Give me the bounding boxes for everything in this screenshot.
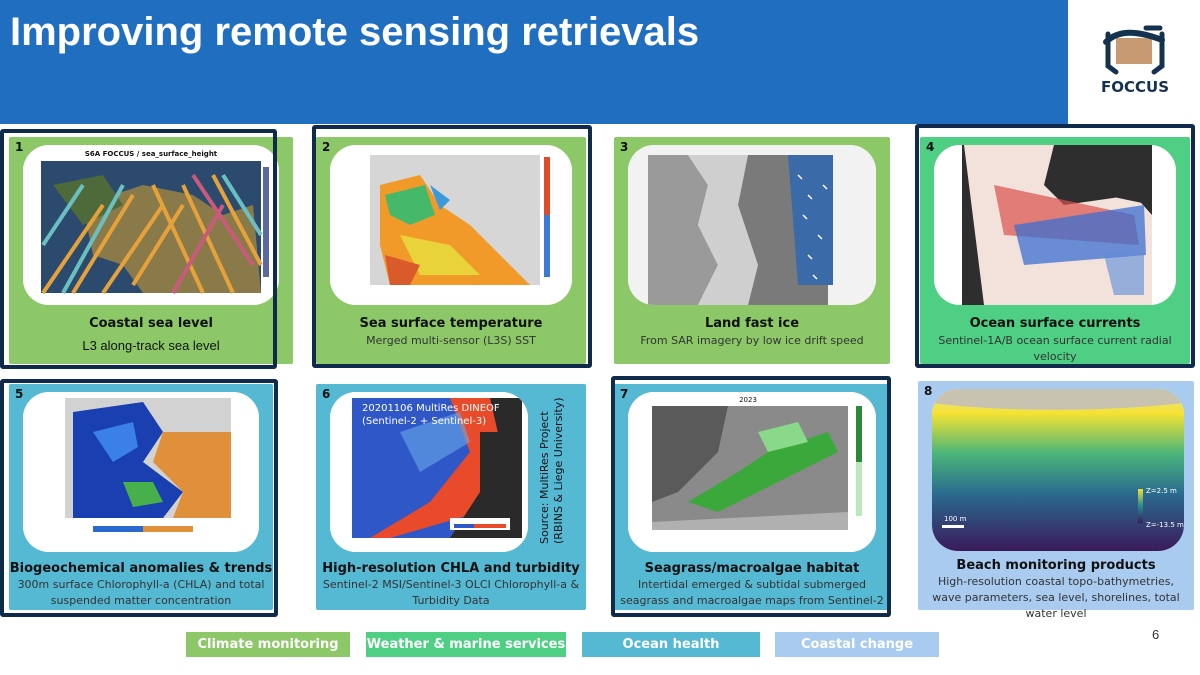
panel-seagrass-macroalgae[interactable]: 7 2023 Seagrass/macroalgae habitat Inter… <box>614 384 890 610</box>
foccus-logo-icon <box>1103 25 1165 75</box>
source-line: (RBINS & Liege University) <box>552 397 565 545</box>
sea-level-map-image: S6A FOCCUS / sea_surface_height <box>23 145 279 305</box>
panel-title: Land fast ice <box>704 316 800 331</box>
page-title: Improving remote sensing retrievals <box>10 10 700 54</box>
panel-number: 7 <box>620 387 629 401</box>
panel-subtitle: L3 along-track sea level <box>82 338 220 353</box>
panel-high-resolution-chla[interactable]: 6 20201106 MultiRes DINEOF (Sentinel-2 +… <box>316 384 586 610</box>
scale-label: 100 m <box>944 515 967 523</box>
panel-subtitle: Sentinel-2 MSI/Sentinel-3 OLCI Chlorophy… <box>322 578 580 607</box>
panel-biogeochemical-anomalies[interactable]: 5 Biogeochemical anomalies & trends 300m… <box>9 384 273 610</box>
panel-title: Coastal sea level <box>89 316 213 331</box>
panel-number: 5 <box>15 387 24 401</box>
panel-subtitle: Merged multi-sensor (L3S) SST <box>366 334 536 347</box>
legend-weather-marine: Weather & marine services <box>366 632 566 657</box>
chla-turbidity-image <box>330 392 528 552</box>
panel-subtitle: High-resolution coastal topo-bathymetrie… <box>932 575 1180 620</box>
panel-title: Ocean surface currents <box>969 316 1141 331</box>
logo-text: FOCCUS <box>1101 78 1169 96</box>
topo-bathymetry-image: 100 m Z=2.5 m Z=-13.5 m <box>932 389 1184 551</box>
panel-sea-surface-temperature[interactable]: 2 Sea surface temperature Merged multi-s… <box>316 137 586 364</box>
source-credit: Source: MultiRes Project (RBINS & Liege … <box>538 398 566 545</box>
image-caption: 20201106 MultiRes DINEOF (Sentinel-2 + S… <box>362 403 500 427</box>
chlorophyll-map-image <box>23 392 259 552</box>
legend-climate-monitoring: Climate monitoring <box>186 632 350 657</box>
z-top-label: Z=2.5 m <box>1146 487 1177 495</box>
panel-title: Seagrass/macroalgae habitat <box>644 561 860 576</box>
panel-number: 2 <box>322 140 331 154</box>
source-line: Source: MultiRes Project <box>538 411 551 544</box>
z-bottom-label: Z=-13.5 m <box>1146 521 1184 529</box>
image-year: 2023 <box>739 396 757 404</box>
seagrass-map-image: 2023 <box>628 392 876 552</box>
panel-coastal-sea-level[interactable]: 1 S6A FOCCUS / sea_surface_height Coasta… <box>9 137 293 364</box>
panel-number: 3 <box>620 140 629 154</box>
panel-number: 8 <box>924 384 933 398</box>
panel-ocean-surface-currents[interactable]: 4 Ocean surface currents Sentinel-1A/B o… <box>920 137 1190 364</box>
panel-title: High-resolution CHLA and turbidity <box>322 561 580 576</box>
panel-subtitle: 300m surface Chlorophyll-a (CHLA) and to… <box>17 578 265 607</box>
panel-subtitle: Sentinel-1A/B ocean surface current radi… <box>938 334 1172 363</box>
legend-ocean-health: Ocean health <box>582 632 760 657</box>
sst-map-image <box>330 145 572 305</box>
title-banner: Improving remote sensing retrievals <box>0 0 1068 124</box>
panel-title: Sea surface temperature <box>359 316 543 331</box>
page-number: 6 <box>1152 627 1160 642</box>
panel-number: 1 <box>15 140 24 154</box>
panel-beach-monitoring[interactable]: 8 100 m Z=2.5 <box>918 381 1194 620</box>
panel-subtitle: Intertidal emerged & subtidal submerged … <box>620 578 884 607</box>
legend-coastal-change: Coastal change <box>775 632 939 657</box>
panel-subtitle: From SAR imagery by low ice drift speed <box>640 334 864 347</box>
sar-ice-image <box>628 145 876 305</box>
panel-number: 6 <box>322 387 331 401</box>
map-image-title: S6A FOCCUS / sea_surface_height <box>85 150 218 158</box>
panel-number: 4 <box>926 140 935 154</box>
ocean-currents-image <box>934 145 1176 305</box>
panel-land-fast-ice[interactable]: 3 Land fast ice From SAR imagery by low … <box>614 137 890 364</box>
panel-title: Beach monitoring products <box>956 558 1156 573</box>
panel-title: Biogeochemical anomalies & trends <box>9 561 273 576</box>
foccus-logo: FOCCUS <box>1070 0 1200 124</box>
